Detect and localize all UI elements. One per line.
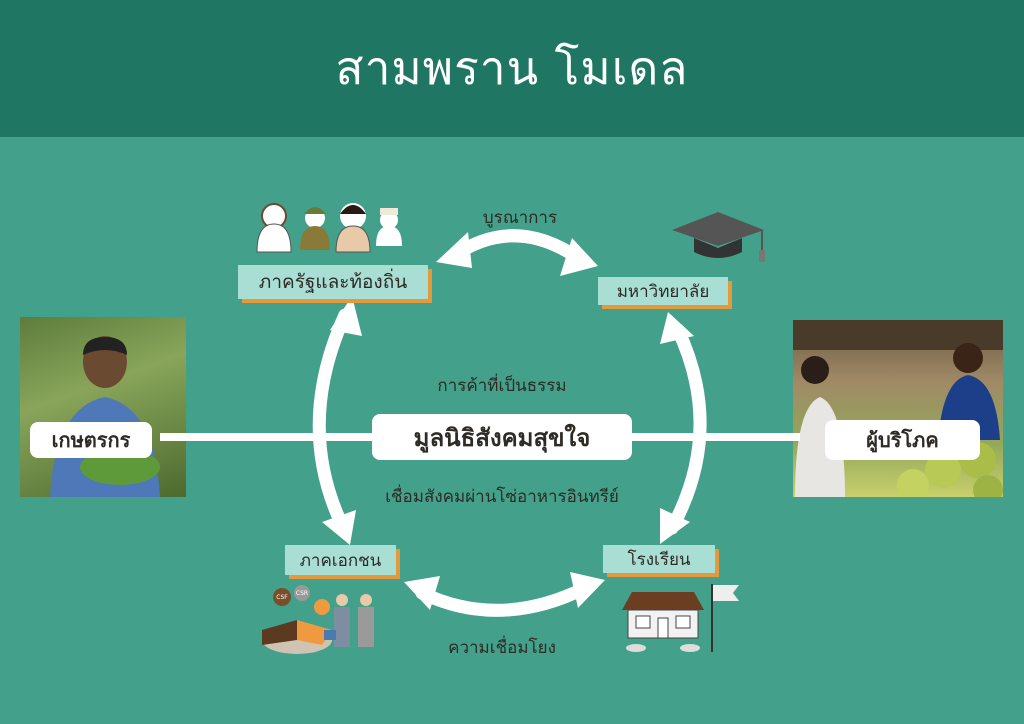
private-sector-tag: ภาคเอกชน — [285, 545, 396, 575]
consumer-label: ผู้บริโภค — [825, 420, 980, 460]
arrowhead-bottom-right — [570, 572, 605, 608]
government-people-icon — [256, 203, 402, 253]
arrowhead-right-top — [660, 312, 694, 344]
business-pie-handshake-icon: CSF CSR — [262, 585, 374, 654]
arrowhead-right-bottom — [660, 508, 690, 544]
organic-chain-text: เชื่อมสังคมผ่านโซ่อาหารอินทรีย์ — [385, 487, 619, 507]
arrowhead-left-bottom — [322, 510, 356, 545]
fair-trade-text: การค้าที่เป็นธรรม — [437, 376, 567, 396]
government-tag: ภาครัฐและท้องถิ่น — [238, 265, 428, 299]
right-arrow — [665, 323, 707, 535]
arrowhead-top-left — [436, 232, 472, 268]
integration-text: บูรณาการ — [482, 208, 558, 228]
foundation-label: มูลนิธิสังคมสุขใจ — [372, 414, 632, 460]
connection-text: ความเชื่อมโยง — [448, 638, 556, 658]
school-tag: โรงเรียน — [603, 545, 715, 573]
top-arrow — [448, 229, 585, 265]
pie-label-csf: CSF — [276, 594, 288, 601]
school-house-flag-icon — [622, 584, 739, 652]
graduation-cap-icon — [672, 212, 765, 262]
university-tag: มหาวิทยาลัย — [598, 277, 728, 305]
arrowhead-bottom-left — [404, 576, 440, 610]
pie-label-csr: CSR — [296, 590, 308, 597]
arrowhead-top-right — [560, 238, 598, 276]
csr-pin — [294, 585, 310, 601]
csf-pin — [273, 588, 291, 606]
arrowhead-left-top — [330, 296, 362, 336]
header-bar: สามพราน โมเดล — [0, 0, 1024, 137]
bottom-arrow — [415, 581, 592, 617]
page-title: สามพราน โมเดล — [335, 41, 689, 95]
left-arrow — [312, 308, 352, 532]
farmer-label: เกษตรกร — [30, 422, 152, 458]
